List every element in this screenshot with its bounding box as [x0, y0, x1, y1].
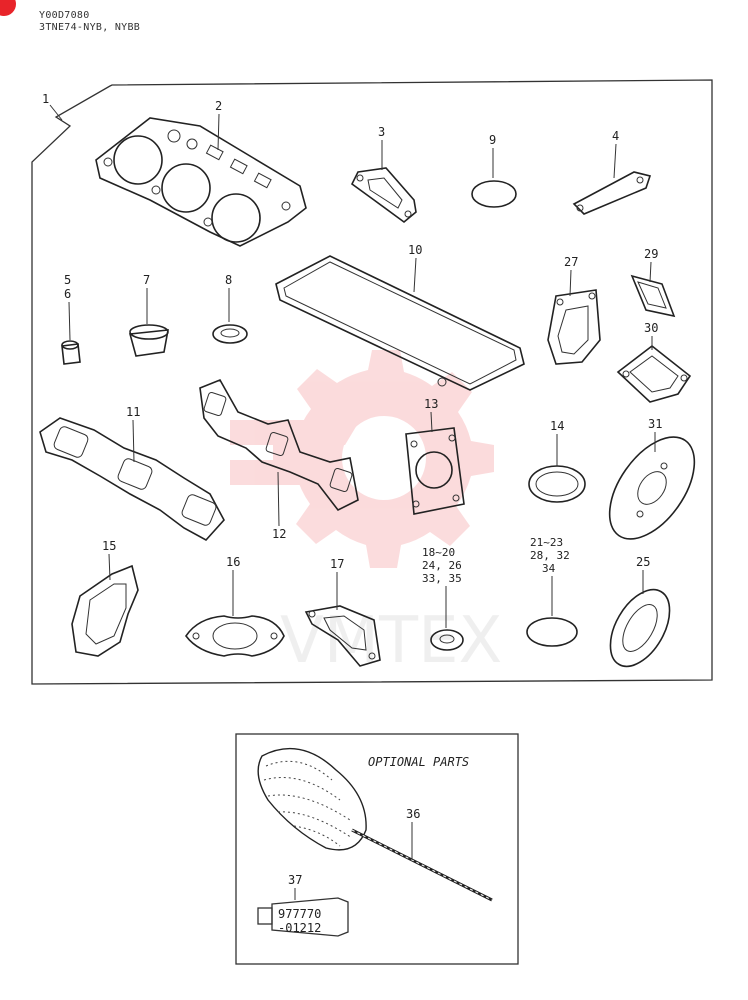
callout-4: 4: [612, 129, 619, 143]
callout-17: 17: [330, 557, 344, 571]
valve-stem-seal: [61, 340, 81, 365]
callout-21-23: 21~23: [530, 536, 563, 549]
callout-11: 11: [126, 405, 140, 419]
cylinder-head-gasket: [95, 117, 307, 247]
callout-28-32: 28, 32: [530, 549, 570, 562]
optional-parts-box: [235, 733, 519, 965]
callout-5: 5: [64, 273, 71, 287]
callout-15: 15: [102, 539, 116, 553]
exhaust-flange-gasket: [350, 167, 417, 224]
oval-flange-gasket: [185, 615, 285, 657]
optional-parts-title: OPTIONAL PARTS: [368, 755, 469, 769]
flange-gasket-13: [405, 427, 465, 515]
callout-24-26: 24, 26: [422, 559, 462, 572]
callout-36: 36: [406, 807, 420, 821]
o-ring-9: [471, 180, 517, 208]
sealant-tube: [257, 897, 349, 937]
callout-8: 8: [225, 273, 232, 287]
watermark-gear-logo: [230, 350, 494, 568]
timing-cover-gasket: [71, 564, 139, 657]
flange-gasket-17: [304, 605, 381, 667]
callout-2: 2: [215, 99, 222, 113]
seal-ring-8: [212, 324, 248, 344]
ring-gasket-14: [528, 465, 586, 503]
document-code: Y00D7080 3TNE74-NYB, NYBB: [39, 10, 140, 34]
watermark-text: VMTEX: [280, 604, 502, 678]
thermostat-gasket: [572, 171, 652, 215]
cover-gasket-30: [616, 344, 692, 403]
exhaust-manifold-gasket: [39, 417, 225, 542]
callout-18-20: 18~20: [422, 546, 455, 559]
round-gasket-25: [609, 588, 671, 668]
callout-34: 34: [542, 562, 556, 575]
water-pump-gasket: [547, 289, 601, 365]
callout-27: 27: [564, 255, 578, 269]
callout-1: 1: [42, 92, 49, 106]
valve-cover-gasket: [275, 255, 525, 391]
callout-33-35: 33, 35: [422, 572, 462, 585]
callout-37: 37: [288, 873, 302, 887]
callout-9: 9: [489, 133, 496, 147]
corner-marker: [0, 0, 16, 16]
callout-10: 10: [408, 243, 422, 257]
callout-29: 29: [644, 247, 658, 261]
callout-6: 6: [64, 287, 71, 301]
model-numbers: 3TNE74-NYB, NYBB: [39, 22, 141, 33]
intake-manifold-gasket: [199, 378, 359, 512]
callout-12: 12: [272, 527, 286, 541]
callout-3: 3: [378, 125, 385, 139]
callout-13: 13: [424, 397, 438, 411]
round-gasket-31: [608, 436, 696, 540]
callout-25: 25: [636, 555, 650, 569]
cleaning-brush: [257, 747, 493, 902]
tube-label-1: 977770: [278, 907, 321, 921]
catalog-number: Y00D7080: [39, 10, 90, 21]
callout-16: 16: [226, 555, 240, 569]
kit-outline: [31, 79, 713, 685]
o-ring-group-21: [526, 617, 578, 647]
cover-gasket-29: [630, 274, 676, 318]
callout-30: 30: [644, 321, 658, 335]
oil-seal-7: [128, 324, 169, 357]
callout-7: 7: [143, 273, 150, 287]
callout-31: 31: [648, 417, 662, 431]
tube-label-2: -01212: [278, 921, 321, 935]
seal-washer-group-18: [430, 629, 464, 651]
callout-14: 14: [550, 419, 564, 433]
